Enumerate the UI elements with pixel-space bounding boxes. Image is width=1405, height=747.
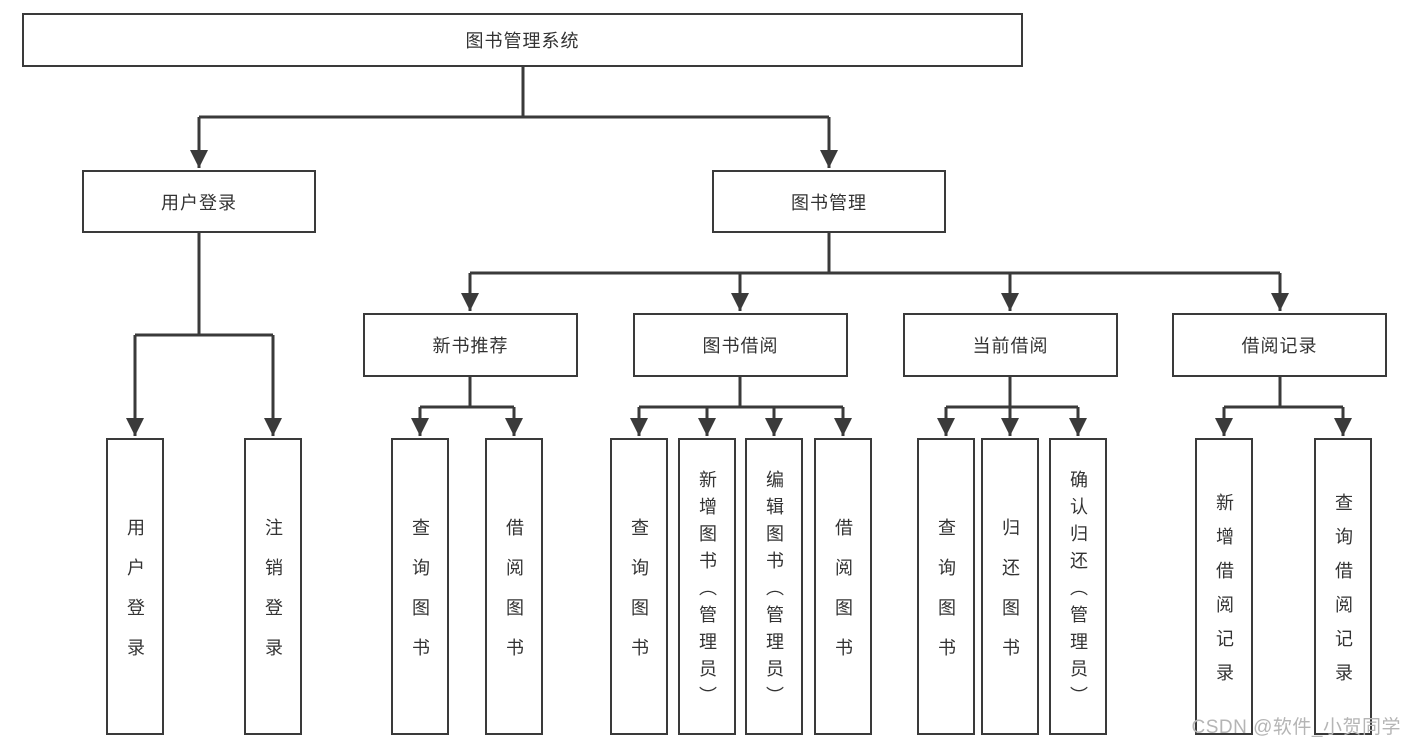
leaf-borrow-books-label: 借阅图书 bbox=[833, 517, 853, 678]
leaf-confirm-return-admin-label: 确认归还（管理员） bbox=[1068, 469, 1088, 713]
leaf-user-login: 用户登录 bbox=[106, 438, 164, 735]
leaf-add-books-admin: 新增图书（管理员） bbox=[678, 438, 736, 735]
node-new-book-recommend-label: 新书推荐 bbox=[432, 336, 509, 356]
node-user-login: 用户登录 bbox=[82, 170, 316, 233]
leaf-logout: 注销登录 bbox=[244, 438, 302, 735]
leaf-user-login-label: 用户登录 bbox=[125, 517, 145, 678]
leaf-newbook-borrow-books-label: 借阅图书 bbox=[504, 517, 524, 678]
leaf-query-borrow-record-label: 查询借阅记录 bbox=[1333, 492, 1353, 697]
node-book-management: 图书管理 bbox=[712, 170, 946, 233]
leaf-borrow-query-books-label: 查询图书 bbox=[629, 517, 649, 678]
leaf-edit-books-admin-label: 编辑图书（管理员） bbox=[764, 469, 784, 713]
leaf-newbook-query-books: 查询图书 bbox=[391, 438, 449, 735]
leaf-query-borrow-record: 查询借阅记录 bbox=[1314, 438, 1372, 735]
leaf-add-books-admin-label: 新增图书（管理员） bbox=[697, 469, 717, 713]
leaf-return-books-label: 归还图书 bbox=[1000, 517, 1020, 678]
leaf-edit-books-admin: 编辑图书（管理员） bbox=[745, 438, 803, 735]
leaf-add-borrow-record: 新增借阅记录 bbox=[1195, 438, 1253, 735]
leaf-borrow-query-books: 查询图书 bbox=[610, 438, 668, 735]
leaf-newbook-borrow-books: 借阅图书 bbox=[485, 438, 543, 735]
csdn-watermark: CSDN @软件_小贺同学 bbox=[1191, 717, 1401, 738]
leaf-logout-label: 注销登录 bbox=[263, 517, 283, 678]
node-book-borrow-label: 图书借阅 bbox=[702, 336, 779, 356]
leaf-confirm-return-admin: 确认归还（管理员） bbox=[1049, 438, 1107, 735]
leaf-borrow-books: 借阅图书 bbox=[814, 438, 872, 735]
leaf-add-borrow-record-label: 新增借阅记录 bbox=[1214, 492, 1234, 697]
node-borrow-record: 借阅记录 bbox=[1172, 313, 1387, 377]
node-current-borrow: 当前借阅 bbox=[903, 313, 1118, 377]
leaf-current-query-books-label: 查询图书 bbox=[936, 517, 956, 678]
node-root-system-label: 图书管理系统 bbox=[465, 31, 580, 51]
leaf-return-books: 归还图书 bbox=[981, 438, 1039, 735]
leaf-newbook-query-books-label: 查询图书 bbox=[410, 517, 430, 678]
node-current-borrow-label: 当前借阅 bbox=[972, 336, 1049, 356]
node-borrow-record-label: 借阅记录 bbox=[1241, 336, 1318, 356]
leaf-current-query-books: 查询图书 bbox=[917, 438, 975, 735]
node-book-management-label: 图书管理 bbox=[791, 192, 867, 213]
node-root-system: 图书管理系统 bbox=[22, 13, 1023, 67]
node-book-borrow: 图书借阅 bbox=[633, 313, 848, 377]
node-new-book-recommend: 新书推荐 bbox=[363, 313, 578, 377]
node-user-login-label: 用户登录 bbox=[161, 192, 237, 213]
